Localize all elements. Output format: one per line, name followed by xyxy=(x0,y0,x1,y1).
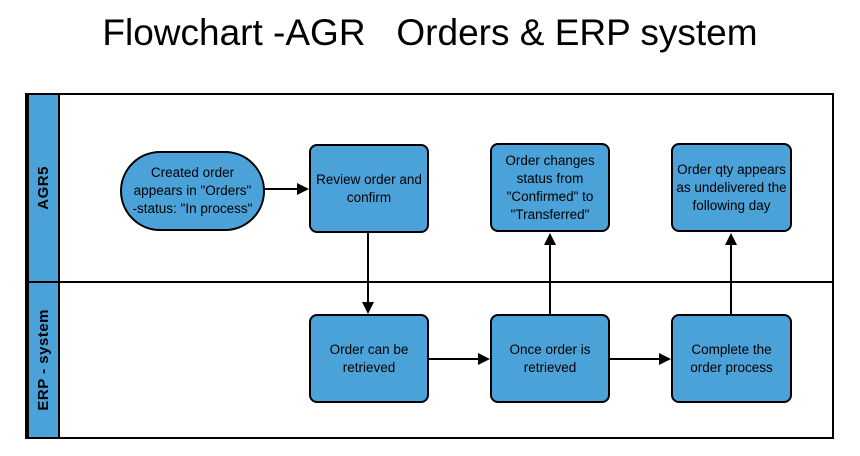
arrowhead-review-retrieve xyxy=(362,302,374,314)
node-complete-process: Complete the order process xyxy=(671,314,792,403)
node-order-qty: Order qty appears as undelivered the fol… xyxy=(671,143,792,232)
lane-label-agr5: AGR5 xyxy=(35,166,52,210)
node-status-change: Order changes status from "Confirmed" to… xyxy=(490,143,610,232)
connector-review-retrieve xyxy=(367,233,369,303)
connector-once-complete xyxy=(610,358,660,360)
lane-header-erp-system: ERP - system xyxy=(27,281,60,439)
connector-complete-qty xyxy=(730,244,732,314)
arrowhead-retrieve-once xyxy=(478,353,490,365)
page-title: Flowchart -AGR Orders & ERP system xyxy=(102,12,758,53)
arrowhead-complete-qty xyxy=(725,233,737,245)
node-start-terminator: Created order appears in "Orders" -statu… xyxy=(120,151,265,231)
lane-header-agr5: AGR5 xyxy=(27,93,60,283)
lane-label-erp-system: ERP - system xyxy=(35,309,52,411)
node-review-order: Review order and confirm xyxy=(309,144,429,233)
node-once-retrieved: Once order is retrieved xyxy=(490,314,610,403)
lane-divider xyxy=(27,281,832,283)
arrowhead-once-complete xyxy=(659,353,671,365)
connector-start-review xyxy=(265,188,298,190)
arrowhead-start-review xyxy=(297,183,309,195)
connector-once-statuschange xyxy=(549,244,551,314)
arrowhead-once-statuschange xyxy=(544,233,556,245)
node-order-retrievable: Order can be retrieved xyxy=(309,314,429,403)
connector-retrieve-once xyxy=(429,358,479,360)
